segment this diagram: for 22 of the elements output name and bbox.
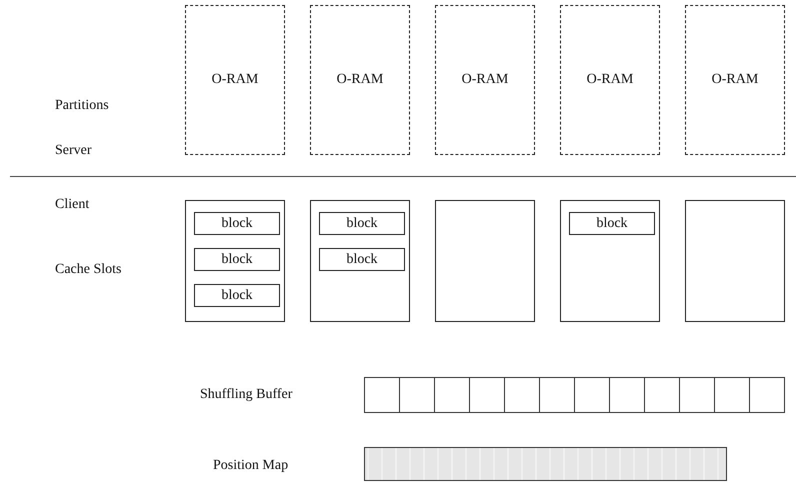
- cache-slot-box: [435, 200, 535, 322]
- partition-box: O-RAM: [185, 5, 285, 155]
- text-label: Shuffling Buffer: [200, 387, 292, 403]
- block-box: block: [319, 212, 405, 235]
- text-label: Cache Slots: [55, 262, 122, 278]
- partition-box: O-RAM: [685, 5, 785, 155]
- partition-box: O-RAM: [560, 5, 660, 155]
- cache-slot-box: [185, 200, 285, 322]
- text-label: Client: [55, 197, 90, 213]
- block-box: block: [194, 248, 280, 271]
- cache-slot-box: [685, 200, 785, 322]
- block-box: block: [194, 212, 280, 235]
- text-label: Partitions: [55, 98, 109, 114]
- cache-slot-box: [310, 200, 410, 322]
- cache-slot-box: [560, 200, 660, 322]
- block-box: block: [194, 284, 280, 307]
- block-box: block: [319, 248, 405, 271]
- partition-box: O-RAM: [435, 5, 535, 155]
- block-box: block: [569, 212, 655, 235]
- partition-box: O-RAM: [310, 5, 410, 155]
- text-label: Server: [55, 143, 92, 159]
- text-label: Position Map: [213, 458, 288, 474]
